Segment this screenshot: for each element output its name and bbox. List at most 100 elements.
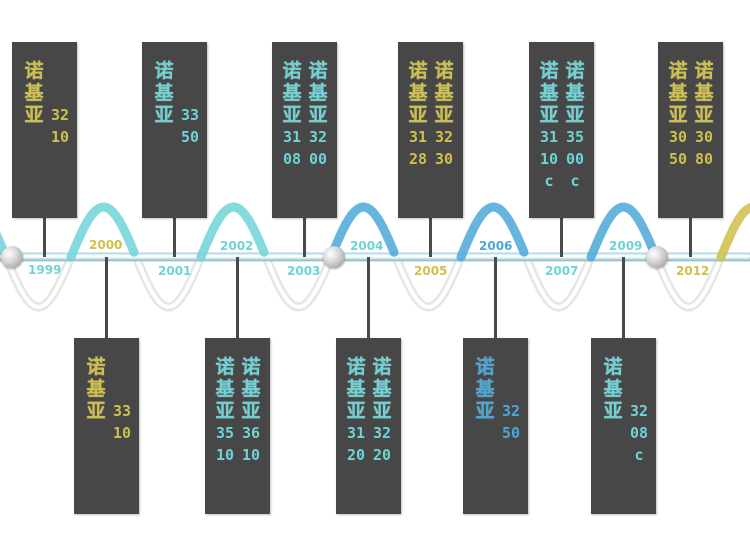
phone-model: 3220 bbox=[372, 424, 392, 464]
ribbon-back-layer bbox=[1, 252, 724, 312]
year-label: 2007 bbox=[545, 264, 579, 278]
phone-brand: 诺基亚 bbox=[346, 356, 366, 422]
phone-brand: 诺基亚 bbox=[475, 356, 495, 422]
phone-entry: 诺基亚 3310 bbox=[85, 356, 131, 442]
year-label: 2006 bbox=[479, 239, 513, 253]
timeline-card: 诺基亚 3250 bbox=[463, 338, 528, 514]
phone-entry: 诺基亚 3350 bbox=[153, 60, 199, 146]
phone-brand: 诺基亚 bbox=[24, 60, 44, 126]
ribbon-color-segment bbox=[326, 202, 399, 262]
phone-model: 3350 bbox=[180, 106, 200, 146]
year-label: 2003 bbox=[287, 264, 321, 278]
year-label: 1999 bbox=[28, 263, 62, 277]
axis-knob bbox=[646, 246, 668, 268]
phone-brand: 诺基亚 bbox=[408, 60, 428, 126]
card-connector bbox=[367, 257, 370, 338]
phone-model: 3230 bbox=[434, 128, 454, 168]
ribbon-white-highlight bbox=[4, 256, 71, 310]
ribbon-white-highlight bbox=[264, 256, 331, 310]
card-connector bbox=[236, 257, 239, 338]
phone-model: 3200 bbox=[308, 128, 328, 168]
phone-brand: 诺基亚 bbox=[308, 60, 328, 126]
timeline-card: 诺基亚 3208c bbox=[591, 338, 656, 514]
year-label: 2009 bbox=[609, 239, 643, 253]
timeline-axis-bar bbox=[0, 252, 750, 262]
phone-model: 3250 bbox=[501, 402, 521, 442]
phone-model: 3208c bbox=[629, 402, 649, 464]
phone-entry: 诺基亚 3210 bbox=[23, 60, 69, 146]
timeline-card: 诺基亚 3310 bbox=[74, 338, 139, 514]
phone-model: 3128 bbox=[408, 128, 428, 168]
card-connector bbox=[105, 257, 108, 338]
phone-model: 3120 bbox=[346, 424, 366, 464]
phone-model: 3610 bbox=[241, 424, 261, 464]
axis-knob bbox=[1, 246, 23, 268]
phone-brand: 诺基亚 bbox=[372, 356, 392, 422]
card-connector bbox=[303, 218, 306, 257]
card-connector bbox=[689, 218, 692, 257]
phone-model: 3510 bbox=[215, 424, 235, 464]
phone-model: 3108 bbox=[282, 128, 302, 168]
phone-brand: 诺基亚 bbox=[215, 356, 235, 422]
timeline-card: 诺基亚 3350 bbox=[142, 42, 207, 218]
phone-entry: 诺基亚 3208c bbox=[602, 356, 648, 464]
phone-brand: 诺基亚 bbox=[603, 356, 623, 422]
phone-brand: 诺基亚 bbox=[565, 60, 585, 126]
ribbon-color-segment bbox=[66, 202, 139, 262]
phone-model: 3210 bbox=[50, 106, 70, 146]
ribbon-white-highlight bbox=[524, 256, 591, 310]
phone-model: 3310 bbox=[112, 402, 132, 442]
year-label: 2000 bbox=[89, 238, 123, 252]
phone-brand: 诺基亚 bbox=[154, 60, 174, 126]
ribbon-front-layer bbox=[0, 202, 750, 262]
ribbon-color-segment bbox=[196, 202, 269, 262]
phone-model: 3080 bbox=[694, 128, 714, 168]
phone-brand: 诺基亚 bbox=[668, 60, 688, 126]
year-label: 2012 bbox=[676, 264, 710, 278]
axis-knob bbox=[323, 246, 345, 268]
year-label: 2002 bbox=[220, 239, 254, 253]
year-label: 2004 bbox=[350, 239, 384, 253]
phone-entry: 诺基亚 3250 bbox=[474, 356, 520, 442]
card-connector bbox=[494, 257, 497, 338]
phone-model: 3110c bbox=[539, 128, 559, 190]
year-label: 2001 bbox=[158, 264, 192, 278]
phone-brand: 诺基亚 bbox=[86, 356, 106, 422]
phone-brand: 诺基亚 bbox=[434, 60, 454, 126]
card-connector bbox=[173, 218, 176, 257]
card-connector bbox=[560, 218, 563, 257]
ribbon-white-highlight bbox=[654, 256, 721, 310]
phone-brand: 诺基亚 bbox=[694, 60, 714, 126]
timeline-card: 诺基亚 3210 bbox=[12, 42, 77, 218]
card-connector bbox=[429, 218, 432, 257]
phone-brand: 诺基亚 bbox=[282, 60, 302, 126]
ribbon-color-segment bbox=[586, 202, 659, 262]
phone-brand: 诺基亚 bbox=[241, 356, 261, 422]
phone-model: 3500c bbox=[565, 128, 585, 190]
card-connector bbox=[622, 257, 625, 338]
ribbon-color-segment bbox=[716, 202, 750, 262]
phone-brand: 诺基亚 bbox=[539, 60, 559, 126]
ribbon-color-segment bbox=[456, 202, 529, 262]
phone-model: 3050 bbox=[668, 128, 688, 168]
